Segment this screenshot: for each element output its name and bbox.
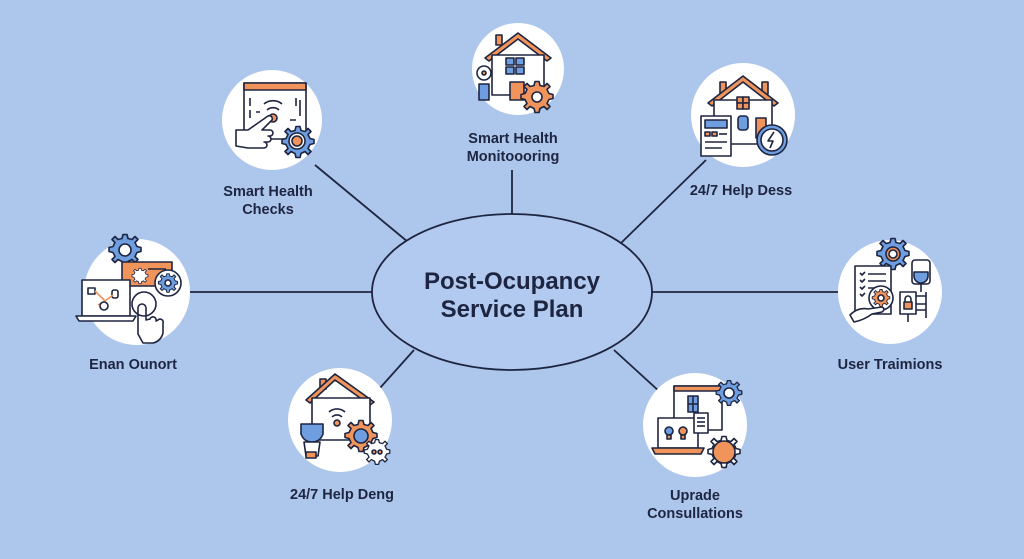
node-help-desk-top[interactable] [691,63,795,167]
browser-touch-gear-icon [235,82,315,159]
connector-upgrade [613,349,661,393]
center-title-line2: Service Plan [440,296,584,323]
label-line2: Consullations [647,506,743,522]
label-user-training: User Traimions [838,356,943,374]
checklist-gear-hand-icon [849,237,931,323]
node-energy-support[interactable] [75,233,190,346]
label-line2: Monitoooring [466,149,560,165]
node-help-desk-bottom[interactable] [288,368,392,472]
label-smart-health-checks: Smart Health Checks [223,183,312,219]
center-title: Post-Ocupancy Service Plan [424,268,600,324]
house-calculator-icon [700,75,788,157]
label-line1: User Traimions [837,357,943,373]
label-line1: Smart Health [223,184,313,200]
label-energy-support: Enan Ounort [89,356,177,374]
connectors [190,159,838,393]
node-smart-health-checks[interactable] [222,70,322,170]
label-line1: Smart Health [468,131,558,147]
center-title-line1: Post-Ocupancy [423,268,601,295]
connector-health-checks [314,164,409,243]
label-line1: 24/7 Help Deng [290,487,394,503]
label-line2: Checks [242,202,294,218]
label-help-desk-bottom: 24/7 Help Deng [290,486,394,504]
label-smart-health-monitoring: Smart Health Monitoooring [467,130,560,166]
house-gear-icon [476,32,554,114]
node-user-training[interactable] [838,237,942,345]
laptop-gear-touch-icon [75,233,182,344]
label-upgrade-consultations: Uprade Consullations [647,487,743,523]
label-line1: 24/7 Help Dess [689,183,793,199]
house-wifi-gear-icon [300,373,391,466]
label-help-desk-top: 24/7 Help Dess [690,182,792,200]
connector-help-desk-top [619,159,707,245]
node-upgrade-consultations[interactable] [643,373,747,477]
label-line1: Enan Ounort [89,357,177,373]
node-smart-health-monitoring[interactable] [472,23,564,115]
label-line1: Uprade [670,488,720,504]
laptop-document-gear-icon [651,379,743,469]
connector-help-desk-bottom [379,349,415,389]
center-node [371,213,653,371]
